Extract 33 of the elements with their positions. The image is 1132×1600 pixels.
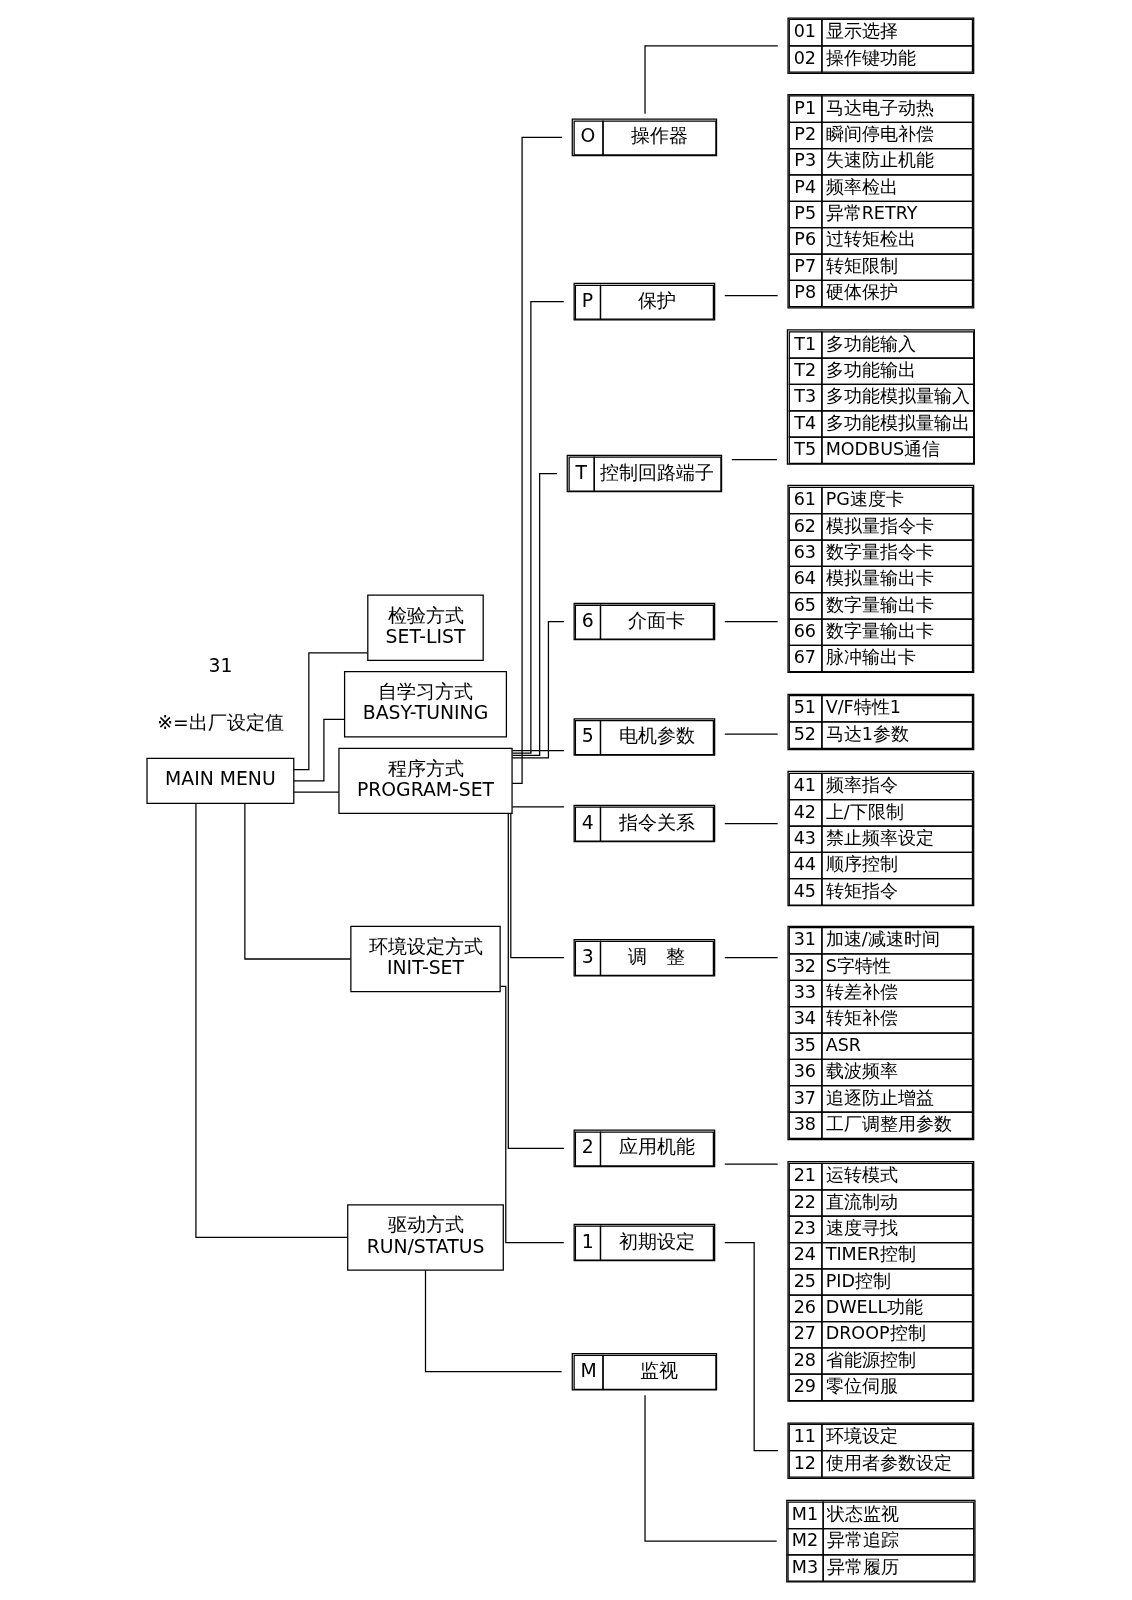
node-box: 环境设定方式 INIT-SET — [350, 925, 501, 993]
connector — [724, 733, 779, 735]
connector — [724, 822, 779, 825]
connector — [644, 45, 779, 115]
node-box: 程序方式 PROGRAM-SET — [338, 747, 513, 815]
connector — [511, 750, 565, 752]
connector — [293, 791, 340, 793]
connector — [724, 620, 779, 623]
connector — [511, 620, 565, 759]
connector — [244, 803, 352, 960]
connector — [511, 136, 563, 784]
node-box: MAIN MENU — [146, 757, 295, 805]
connector — [731, 459, 778, 461]
connector — [510, 813, 565, 959]
label: 31 — [208, 655, 233, 677]
connector — [724, 1163, 779, 1165]
connector — [195, 802, 349, 1239]
connector — [511, 472, 558, 757]
node-box: 检验方式 SET-LIST — [367, 594, 484, 662]
connector — [724, 1241, 779, 1452]
connector — [499, 985, 565, 1244]
connector — [511, 806, 565, 808]
connector — [507, 812, 565, 1150]
label: ※=出厂设定值 — [157, 711, 284, 733]
connector — [293, 718, 346, 782]
connector — [724, 957, 779, 959]
node-box: 驱动方式 RUN/STATUS — [347, 1204, 504, 1271]
connector — [724, 295, 779, 297]
connector — [293, 652, 369, 771]
connector — [644, 1394, 778, 1542]
node-box: 自学习方式 BASY-TUNING — [343, 671, 508, 738]
connector — [511, 301, 565, 754]
connector — [424, 1269, 563, 1373]
